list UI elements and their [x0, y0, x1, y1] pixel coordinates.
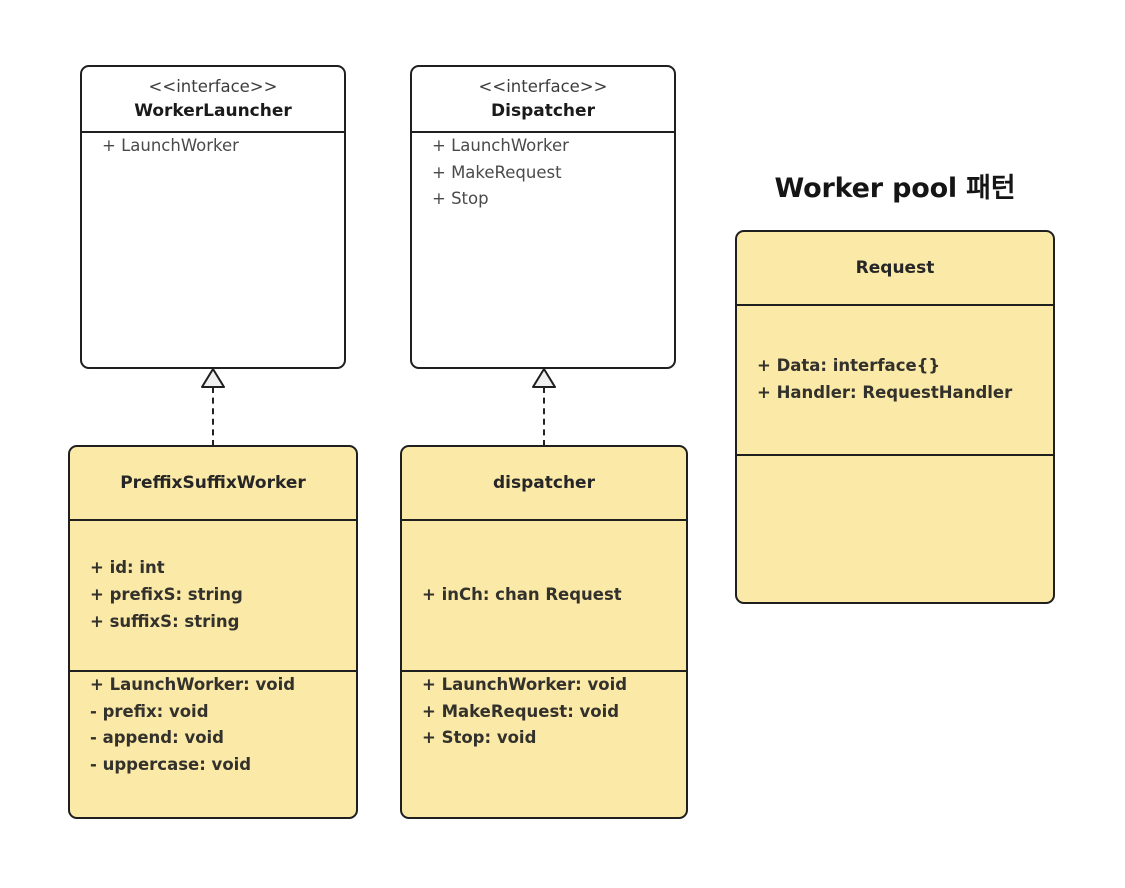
class-header-request: Request: [737, 232, 1053, 304]
class-header-worker-launcher: <<interface>> WorkerLauncher: [82, 67, 344, 131]
member-list: + LaunchWorker + MakeRequest + Stop: [412, 133, 674, 213]
realization-worker-launcher: [199, 368, 227, 446]
class-methods-dispatcher: + LaunchWorker: void + MakeRequest: void…: [402, 670, 686, 752]
class-box-preffix-suffix-worker[interactable]: PreffixSuffixWorker + id: int + prefixS:…: [68, 445, 358, 819]
member-item: + Stop: [432, 189, 489, 209]
member-list: + LaunchWorker: void + MakeRequest: void…: [402, 672, 686, 752]
member-list: + inCh: chan Request: [402, 582, 686, 609]
dashed-connector-line: [212, 387, 214, 446]
member-item: - prefix: void: [90, 701, 209, 721]
class-name-label: PreffixSuffixWorker: [120, 472, 306, 493]
member-item: + prefixS: string: [90, 585, 243, 605]
member-item: + LaunchWorker: void: [90, 675, 296, 694]
class-box-dispatcher[interactable]: dispatcher + inCh: chan Request + Launch…: [400, 445, 688, 819]
member-list: + LaunchWorker: void - prefix: void - ap…: [70, 672, 356, 779]
class-methods-worker-launcher: + LaunchWorker: [82, 131, 344, 160]
class-methods-preffix-suffix-worker: + LaunchWorker: void - prefix: void - ap…: [70, 670, 356, 779]
hollow-triangle-icon: [532, 368, 556, 388]
class-box-worker-launcher[interactable]: <<interface>> WorkerLauncher + LaunchWor…: [80, 65, 346, 369]
member-item: + MakeRequest: [432, 162, 562, 182]
diagram-title: Worker pool 패턴: [774, 173, 1016, 204]
class-methods-dispatcher-interface: + LaunchWorker + MakeRequest + Stop: [412, 131, 674, 213]
class-attributes-request: + Data: interface{} + Handler: RequestHa…: [737, 304, 1053, 454]
realization-dispatcher-interface: [530, 368, 558, 446]
class-box-request[interactable]: Request + Data: interface{} + Handler: R…: [735, 230, 1055, 604]
class-name-label: WorkerLauncher: [134, 100, 292, 121]
class-attributes-preffix-suffix-worker: + id: int + prefixS: string + suffixS: s…: [70, 519, 356, 670]
member-item: + suffixS: string: [90, 611, 240, 631]
class-box-dispatcher-interface[interactable]: <<interface>> Dispatcher + LaunchWorker …: [410, 65, 676, 369]
class-name-label: dispatcher: [493, 472, 595, 493]
member-item: - uppercase: void: [90, 755, 252, 775]
member-item: - append: void: [90, 728, 224, 748]
class-header-dispatcher: dispatcher: [402, 447, 686, 519]
class-name-label: Request: [855, 257, 935, 278]
member-item: + LaunchWorker: void: [422, 675, 628, 694]
member-list: + Data: interface{} + Handler: RequestHa…: [737, 353, 1053, 406]
class-attributes-dispatcher: + inCh: chan Request: [402, 519, 686, 670]
hollow-triangle-icon: [201, 368, 225, 388]
member-list: + LaunchWorker: [82, 133, 344, 160]
class-header-dispatcher-interface: <<interface>> Dispatcher: [412, 67, 674, 131]
member-item: + inCh: chan Request: [422, 585, 622, 605]
member-item: + LaunchWorker: [102, 136, 239, 155]
member-item: + Data: interface{}: [757, 356, 941, 376]
class-name-label: Dispatcher: [491, 100, 595, 121]
member-list: + id: int + prefixS: string + suffixS: s…: [70, 555, 356, 635]
dashed-connector-line: [543, 387, 545, 446]
member-item: + LaunchWorker: [432, 136, 569, 155]
class-methods-request: [737, 454, 1053, 464]
member-item: + Handler: RequestHandler: [757, 383, 1013, 402]
class-header-preffix-suffix-worker: PreffixSuffixWorker: [70, 447, 356, 519]
member-item: + id: int: [90, 558, 165, 578]
member-item: + MakeRequest: void: [422, 701, 620, 721]
member-item: + Stop: void: [422, 728, 537, 748]
stereotype-label: <<interface>>: [478, 76, 608, 96]
stereotype-label: <<interface>>: [148, 76, 278, 96]
